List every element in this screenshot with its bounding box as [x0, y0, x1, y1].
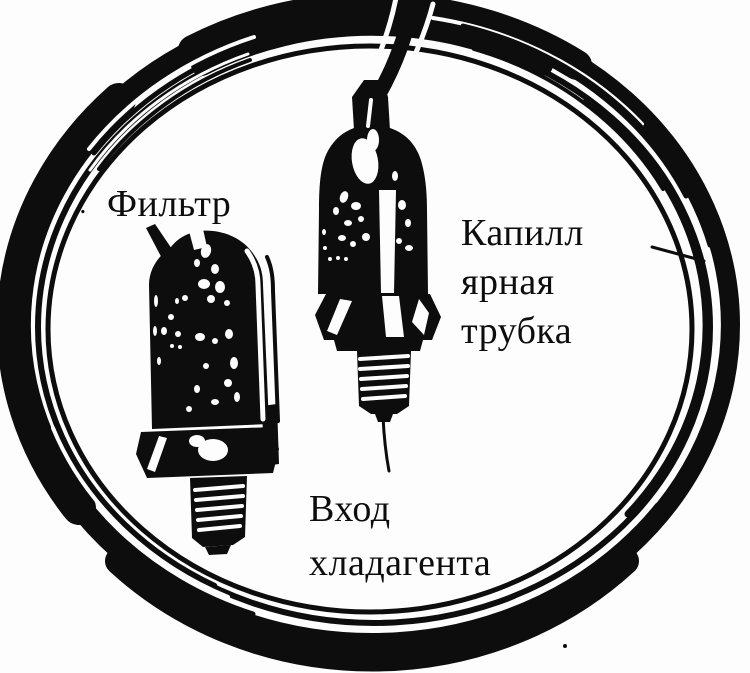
- colon-artifact: :: [79, 189, 88, 220]
- inlet-tube: [363, 0, 436, 102]
- ink-speck-artifact: [563, 644, 567, 648]
- valve-texture-speckles: [322, 171, 413, 261]
- label-filter: Фильтр: [107, 183, 232, 225]
- valve-body: [318, 128, 428, 294]
- leader-line-inlet: [381, 415, 391, 473]
- filter-body: [149, 230, 269, 429]
- label-capillary-tube: Капилл ярная трубка: [461, 212, 584, 352]
- coil-fanned-strands: [33, 23, 713, 617]
- coil-strand-gaps: [51, 16, 721, 602]
- leader-line-capillary: [650, 245, 706, 263]
- valve-fitting: [315, 80, 441, 422]
- filter-drier: [136, 224, 280, 555]
- valve-highlights: [327, 98, 429, 401]
- label-refrigerant-inlet: Вход хладагента: [309, 488, 492, 584]
- filter-texture-speckles: [153, 244, 240, 412]
- filter-highlights: [147, 229, 266, 532]
